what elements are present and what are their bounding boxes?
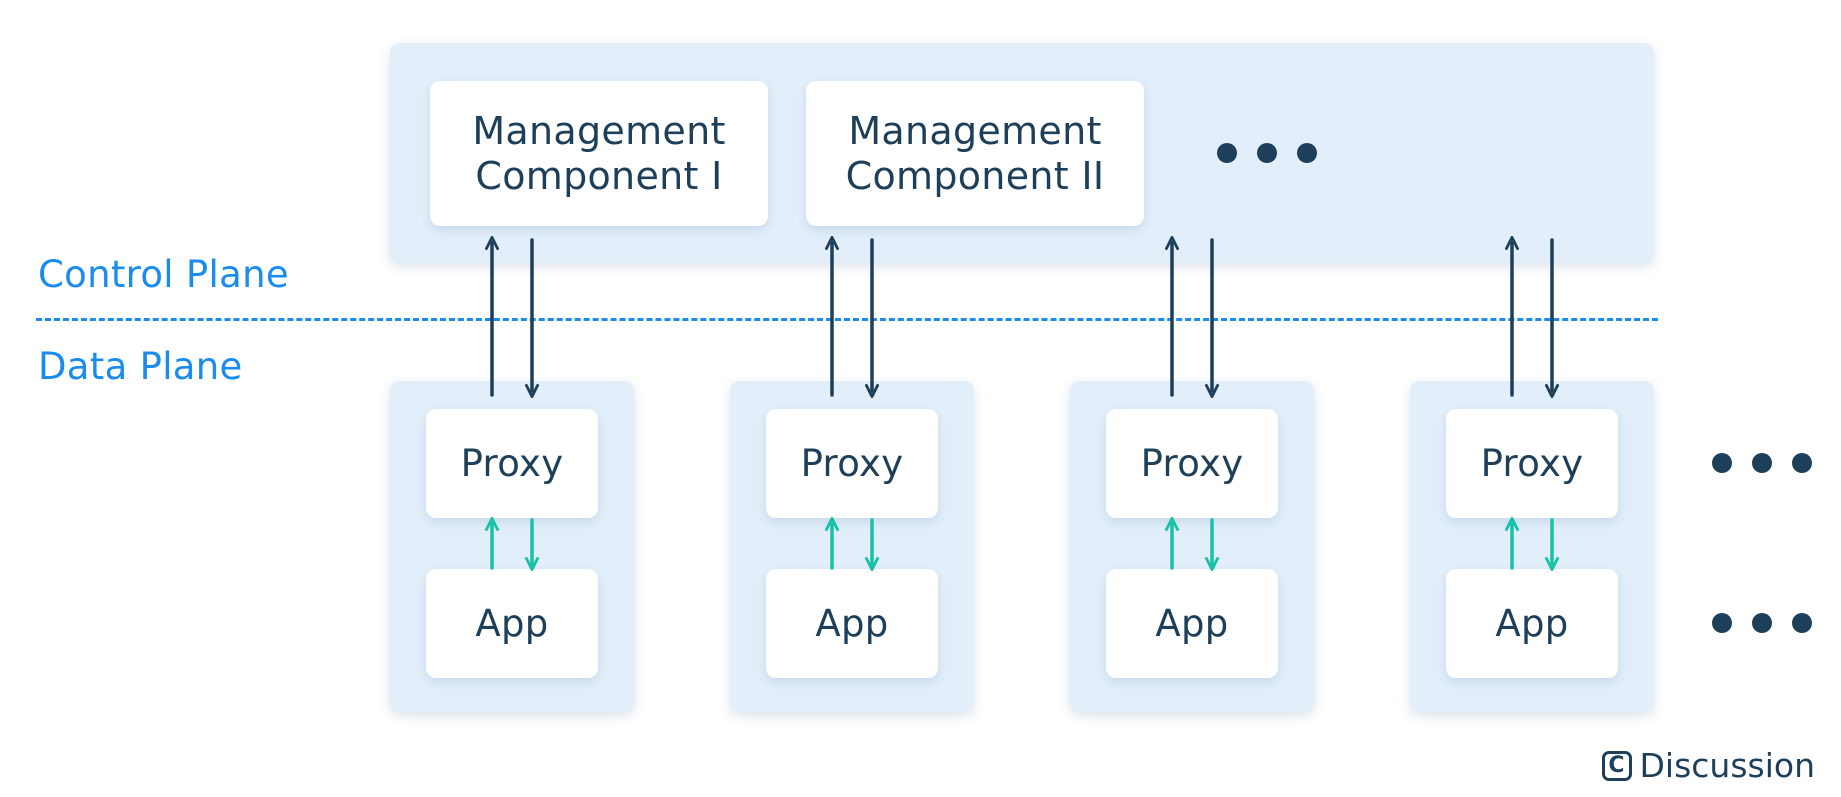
proxy-label: Proxy bbox=[1140, 442, 1244, 485]
discussion-label: Discussion bbox=[1639, 746, 1816, 785]
app-label: App bbox=[1495, 602, 1569, 645]
management-component-2: Management Component II bbox=[806, 81, 1144, 226]
management-component-2-label: Management Component II bbox=[845, 108, 1105, 198]
copyright-c-icon: C bbox=[1601, 750, 1632, 781]
ellipsis-dot bbox=[1712, 613, 1732, 633]
app-label: App bbox=[475, 602, 549, 645]
management-component-1: Management Component I bbox=[430, 81, 768, 226]
more-apps-ellipsis bbox=[1712, 613, 1812, 633]
proxy-label: Proxy bbox=[1480, 442, 1584, 485]
proxy-label: Proxy bbox=[800, 442, 904, 485]
plane-divider bbox=[36, 318, 1658, 321]
control-plane-label: Control Plane bbox=[38, 253, 289, 296]
ellipsis-dot bbox=[1792, 453, 1812, 473]
proxy-box-4: Proxy bbox=[1446, 409, 1618, 518]
proxy-box-2: Proxy bbox=[766, 409, 938, 518]
data-plane-label: Data Plane bbox=[38, 345, 243, 388]
app-box-2: App bbox=[766, 569, 938, 678]
ellipsis-dot bbox=[1217, 143, 1237, 163]
ellipsis-dot bbox=[1752, 453, 1772, 473]
app-box-3: App bbox=[1106, 569, 1278, 678]
management-component-1-label: Management Component I bbox=[472, 108, 726, 198]
proxy-box-1: Proxy bbox=[426, 409, 598, 518]
ellipsis-dot bbox=[1257, 143, 1277, 163]
app-box-1: App bbox=[426, 569, 598, 678]
app-box-4: App bbox=[1446, 569, 1618, 678]
app-label: App bbox=[1155, 602, 1229, 645]
ellipsis-dot bbox=[1712, 453, 1732, 473]
copyright-c-letter: C bbox=[1608, 753, 1625, 778]
more-components-ellipsis bbox=[1217, 143, 1317, 163]
app-label: App bbox=[815, 602, 889, 645]
ellipsis-dot bbox=[1752, 613, 1772, 633]
more-proxies-ellipsis bbox=[1712, 453, 1812, 473]
proxy-box-3: Proxy bbox=[1106, 409, 1278, 518]
proxy-label: Proxy bbox=[460, 442, 564, 485]
ellipsis-dot bbox=[1297, 143, 1317, 163]
discussion-watermark: C Discussion bbox=[1601, 746, 1816, 785]
ellipsis-dot bbox=[1792, 613, 1812, 633]
proxy-app-arrows bbox=[485, 517, 1559, 571]
